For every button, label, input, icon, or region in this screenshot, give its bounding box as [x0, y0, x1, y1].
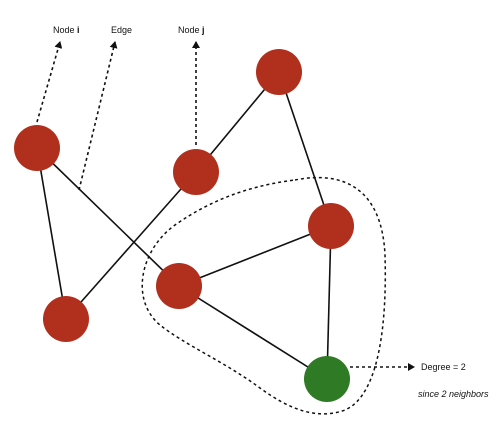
pointers-layer: [36, 41, 415, 371]
degree-note: since 2 neighbors: [418, 389, 489, 399]
edge-n6-n5: [178, 225, 332, 287]
node-i-pointer: [36, 41, 63, 123]
edge-n5-n7: [326, 225, 332, 380]
neighborhood-outline: [141, 176, 387, 415]
node-i-label: Node i: [53, 25, 80, 35]
node-n4: [173, 149, 219, 195]
edge-pointer: [78, 41, 118, 191]
node-n3: [256, 49, 302, 95]
edge-n2-n4: [65, 171, 197, 320]
edge-label: Edge: [111, 25, 132, 35]
node-j-label: Node j: [178, 25, 205, 35]
edge-n6-n7: [178, 285, 328, 380]
node-n6: [156, 263, 202, 309]
edge-n1-n6: [36, 147, 180, 287]
edge-n1-n2: [36, 147, 67, 320]
node-n1: [14, 125, 60, 171]
edge-n3-n5: [278, 71, 332, 227]
degree-label: Degree = 2: [421, 362, 466, 372]
node-n5: [308, 203, 354, 249]
node-n2: [43, 296, 89, 342]
highlighted-node: [304, 356, 350, 402]
nodes-layer: [14, 49, 354, 402]
